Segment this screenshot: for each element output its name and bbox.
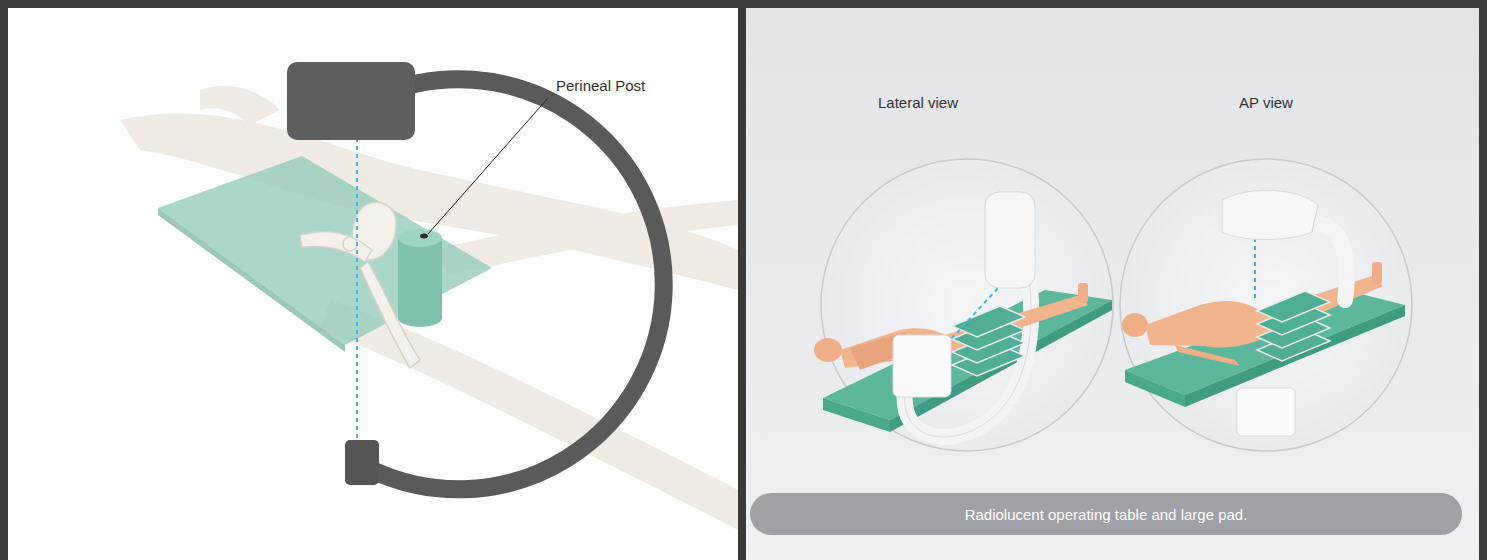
patient-silhouette <box>120 86 738 530</box>
view-circle <box>1120 159 1412 451</box>
image-intensifier <box>287 62 415 140</box>
c-arm <box>372 79 664 489</box>
view-label: Lateral view <box>878 94 958 112</box>
right-panel <box>746 8 1479 560</box>
caption-text: Radiolucent operating table and large pa… <box>965 506 1248 523</box>
x-ray-beam <box>356 138 358 442</box>
left-panel <box>8 8 738 560</box>
callout-label: Perineal Post <box>556 77 645 95</box>
lateral-scene <box>814 192 1112 437</box>
leader-line <box>428 98 548 234</box>
x-ray-source <box>345 440 379 485</box>
caption-band: Radiolucent operating table and large pa… <box>750 493 1462 535</box>
ap-scene <box>1122 190 1405 436</box>
perineal-post <box>398 229 442 327</box>
view-circle <box>821 159 1113 451</box>
view-label: AP view <box>1239 94 1293 112</box>
